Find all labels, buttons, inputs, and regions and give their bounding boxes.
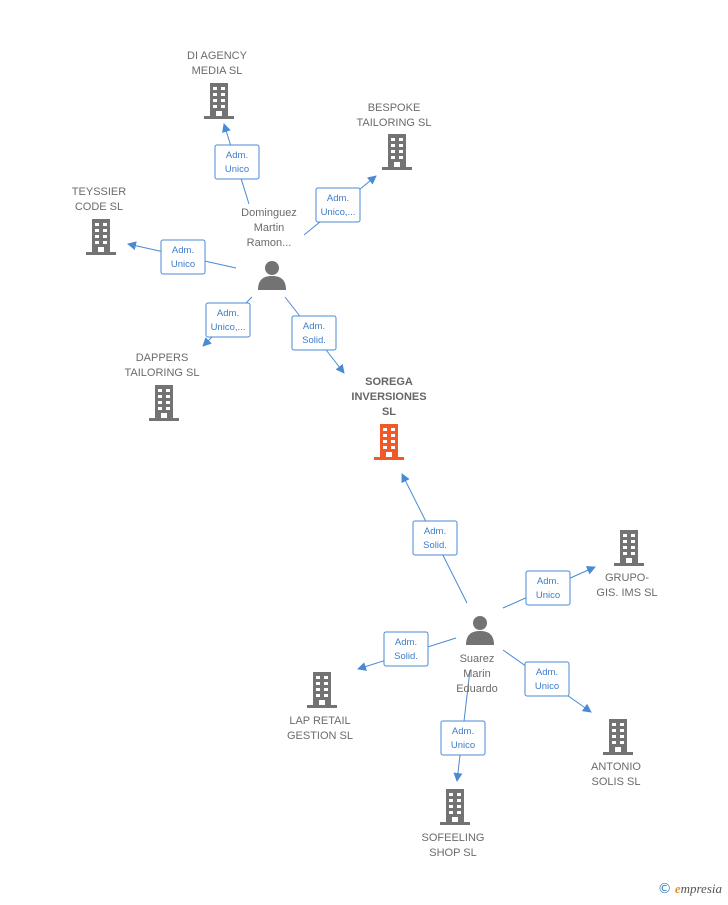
node-label[interactable]: Martin <box>254 222 285 234</box>
node-label[interactable]: DI AGENCY <box>187 50 248 62</box>
relationship-box[interactable] <box>524 661 570 697</box>
relationship-label: Adm. <box>226 150 248 161</box>
node-label[interactable]: Eduardo <box>456 683 498 695</box>
building-icon[interactable] <box>149 385 179 421</box>
relationship-box[interactable] <box>214 144 260 180</box>
node-label[interactable]: TAILORING SL <box>357 117 432 129</box>
node-label[interactable]: MEDIA SL <box>192 65 243 77</box>
relationship-label: Adm. <box>303 321 325 332</box>
node-label[interactable]: SHOP SL <box>429 847 477 859</box>
node-label[interactable]: TEYSSIER <box>72 186 126 198</box>
node-bespoke[interactable]: BESPOKE TAILORING SL <box>357 102 432 170</box>
node-sofeeling[interactable]: SOFEELING SHOP SL <box>422 789 485 859</box>
relationship-label: Unico <box>451 740 475 751</box>
relationship-box[interactable] <box>291 315 337 351</box>
building-icon[interactable] <box>204 83 234 119</box>
brand-name: mpresia <box>680 881 722 896</box>
node-label[interactable]: BESPOKE <box>368 102 421 114</box>
node-label[interactable]: TAILORING SL <box>125 367 200 379</box>
relationship-label: Adm. <box>395 637 417 648</box>
edge-dominguez-teyssier: Adm. Unico <box>127 239 237 275</box>
node-label[interactable]: ANTONIO <box>591 761 641 773</box>
relationship-label: Adm. <box>537 576 559 587</box>
relationship-label: Adm. <box>327 193 349 204</box>
edge-dominguez-diagency: Adm. Unico <box>214 123 260 205</box>
relationship-label: Solid. <box>302 335 326 346</box>
relationship-label: Adm. <box>172 245 194 256</box>
relationship-label: Solid. <box>394 651 418 662</box>
node-label[interactable]: Suarez <box>460 653 495 665</box>
edge-suarez-sofeeling: Adm. Unico <box>440 669 486 782</box>
node-dappers[interactable]: DAPPERS TAILORING SL <box>125 352 200 421</box>
relationship-label: Unico <box>171 259 195 270</box>
building-icon[interactable] <box>307 672 337 708</box>
node-label[interactable]: GESTION SL <box>287 730 353 742</box>
node-teyssier[interactable]: TEYSSIER CODE SL <box>72 186 126 255</box>
node-label[interactable]: SOLIS SL <box>592 776 641 788</box>
relationship-box[interactable] <box>205 302 251 338</box>
relationship-box[interactable] <box>440 720 486 756</box>
building-icon[interactable] <box>440 789 470 825</box>
node-label[interactable]: GIS. IMS SL <box>596 587 657 599</box>
node-label[interactable]: LAP RETAIL <box>289 715 350 727</box>
copyright-icon: © <box>657 881 672 897</box>
node-label[interactable]: Marin <box>463 668 491 680</box>
edge-suarez-grupogis: Adm. Unico <box>502 566 596 609</box>
node-label[interactable]: INVERSIONES <box>351 391 426 403</box>
edge-suarez-lapretail: Adm. Solid. <box>357 631 457 671</box>
building-icon[interactable] <box>603 719 633 755</box>
relationship-label: Adm. <box>217 308 239 319</box>
relationship-box[interactable] <box>383 631 429 667</box>
edge-dominguez-bespoke: Adm. Unico,... <box>303 175 377 236</box>
node-diagency[interactable]: DI AGENCY MEDIA SL <box>187 50 248 119</box>
brand-initial: e <box>674 881 681 896</box>
relationship-label: Unico <box>535 681 559 692</box>
empresia-watermark: © empresia <box>658 881 722 897</box>
edge-suarez-sorega: Adm. Solid. <box>401 473 468 604</box>
relationship-label: Unico <box>225 164 249 175</box>
node-label[interactable]: SOREGA <box>365 376 413 388</box>
building-icon[interactable] <box>614 530 644 566</box>
relationship-label: Unico <box>536 590 560 601</box>
building-icon[interactable] <box>86 219 116 255</box>
node-antonio[interactable]: ANTONIO SOLIS SL <box>591 719 641 788</box>
node-label[interactable]: Ramon... <box>247 237 292 249</box>
relationship-box[interactable] <box>160 239 206 275</box>
node-label[interactable]: DAPPERS <box>136 352 189 364</box>
node-label[interactable]: GRUPO- <box>605 572 649 584</box>
node-dominguez[interactable]: DominguezMartinRamon... <box>241 207 297 290</box>
node-lapretail[interactable]: LAP RETAIL GESTION SL <box>287 672 353 742</box>
node-grupogis[interactable]: GRUPO- GIS. IMS SL <box>596 530 658 599</box>
relationship-label: Solid. <box>423 540 447 551</box>
person-icon[interactable] <box>466 616 494 645</box>
building-icon[interactable] <box>382 134 412 170</box>
node-sorega[interactable]: SOREGA INVERSIONES SL <box>351 376 427 460</box>
edge-dominguez-dappers: Adm. Unico,... <box>202 296 253 347</box>
relationship-label: Adm. <box>536 667 558 678</box>
relationship-box[interactable] <box>412 520 458 556</box>
relationship-label: Adm. <box>424 526 446 537</box>
edge-suarez-antonio: Adm. Unico <box>502 649 592 713</box>
relationship-box[interactable] <box>525 570 571 606</box>
relationship-box[interactable] <box>315 187 361 223</box>
node-label[interactable]: SL <box>382 406 396 418</box>
relationship-label: Unico,... <box>321 207 356 218</box>
node-label[interactable]: Dominguez <box>241 207 297 219</box>
relationship-label: Unico,... <box>211 322 246 333</box>
edges-layer: Adm.UnicoAdm.Unico,...Adm.UnicoAdm.Unico… <box>127 123 596 782</box>
nodes-layer: SOREGA INVERSIONES SL DominguezMartinRamon.… <box>72 50 658 859</box>
building-icon[interactable] <box>374 424 404 460</box>
node-label[interactable]: CODE SL <box>75 201 123 213</box>
edge-dominguez-sorega: Adm. Solid. <box>284 296 345 374</box>
relationship-label: Adm. <box>452 726 474 737</box>
person-icon[interactable] <box>258 261 286 290</box>
node-label[interactable]: SOFEELING <box>422 832 485 844</box>
